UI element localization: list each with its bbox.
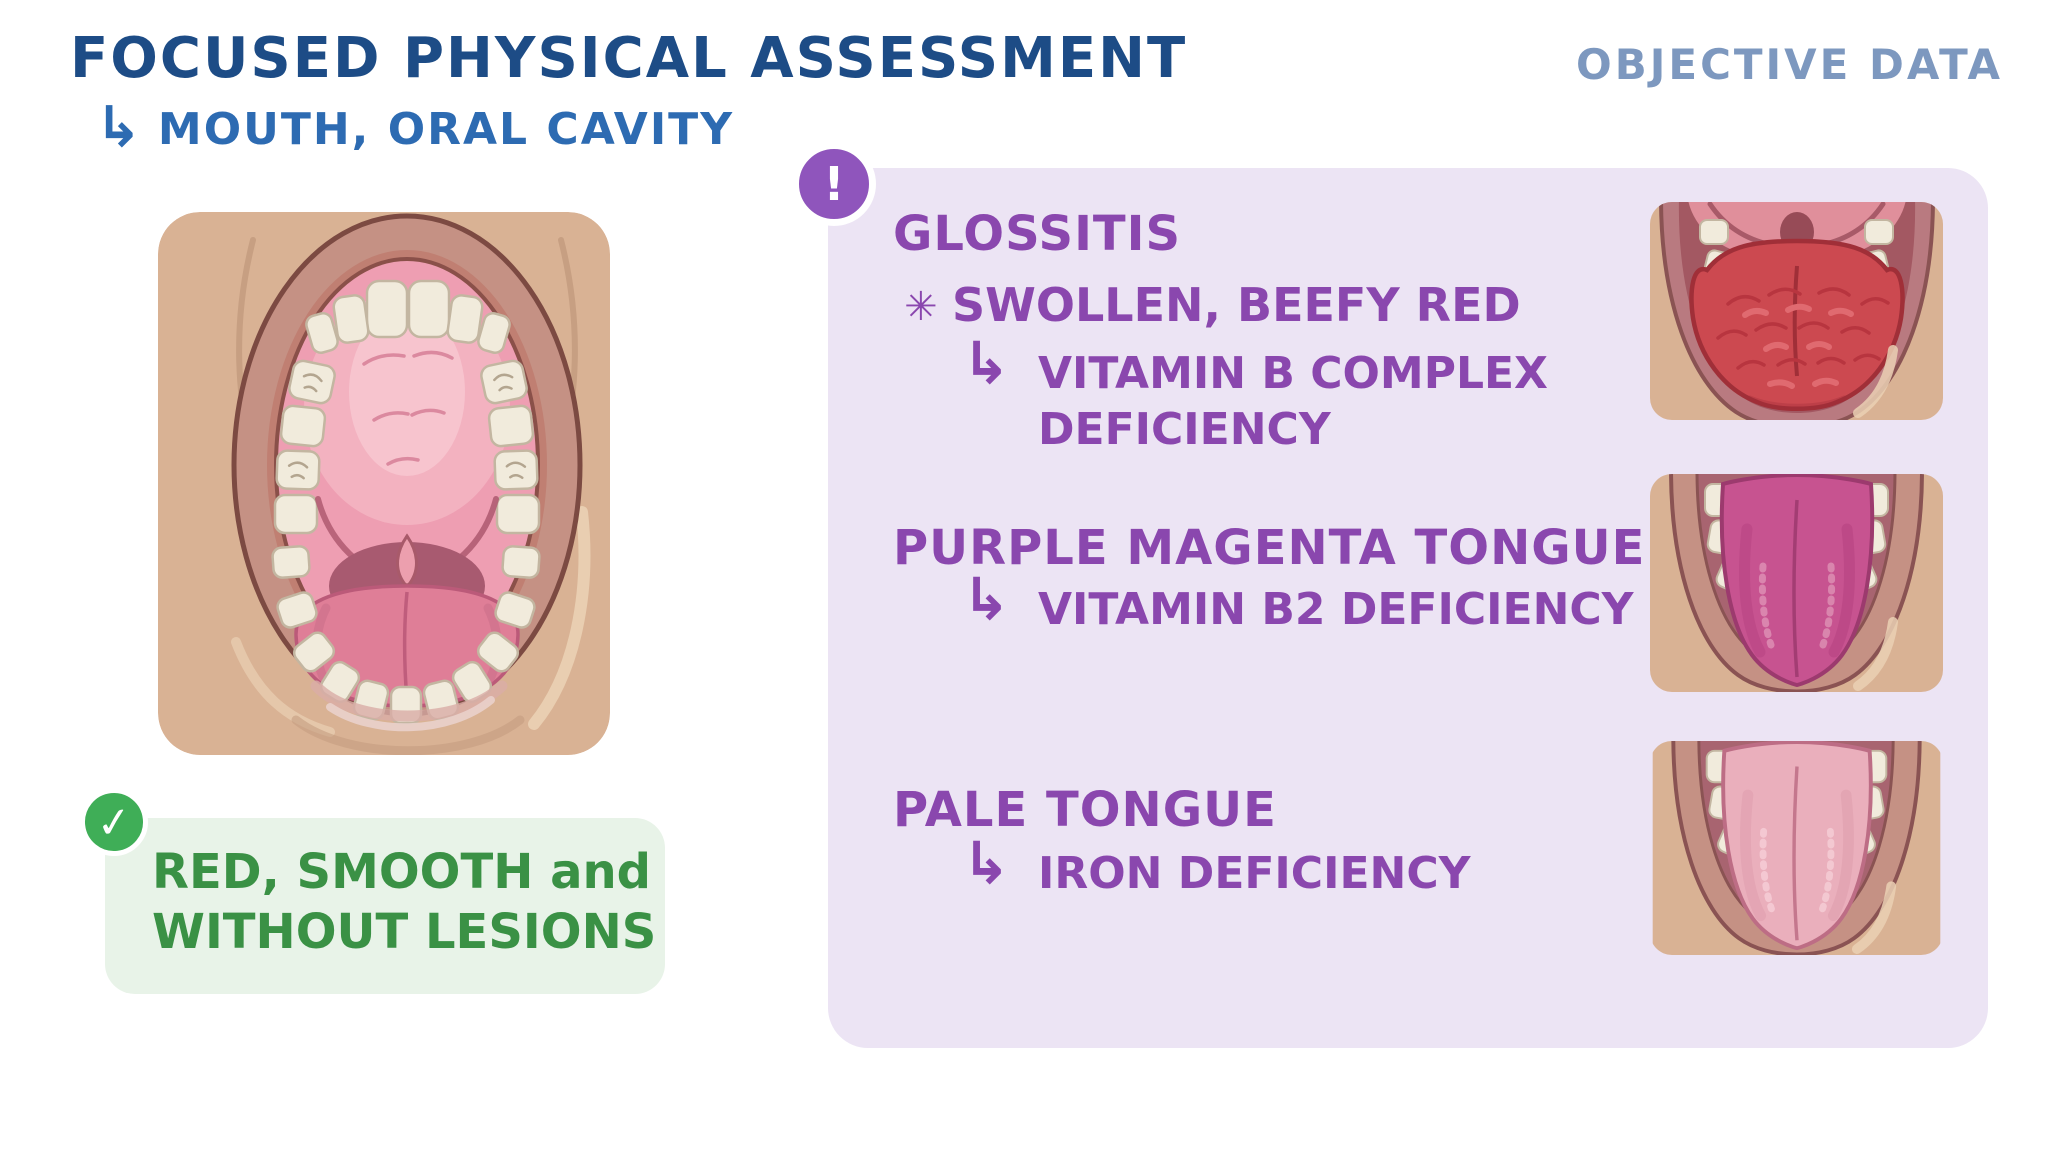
finding-heading: PALE TONGUE <box>893 782 1277 838</box>
page-subtitle: MOUTH, ORAL CAVITY <box>157 104 735 155</box>
finding-cause: IRON DEFICIENCY <box>1038 848 1471 899</box>
purple-magenta-tongue-illustration <box>1650 474 1943 692</box>
finding-bullet: SWOLLEN, BEEFY RED <box>952 278 1521 332</box>
branch-arrow-icon: ↳ <box>962 565 1011 633</box>
branch-arrow-icon: ↳ <box>962 329 1011 397</box>
normal-finding-text: RED, SMOOTH and WITHOUT LESIONS <box>152 842 656 962</box>
finding-heading: GLOSSITIS <box>893 206 1182 262</box>
page-subtitle-row: ↳ MOUTH, ORAL CAVITY <box>95 100 735 160</box>
normal-finding-line2: WITHOUT LESIONS <box>152 904 657 960</box>
finding-cause-line2: DEFICIENCY <box>1038 404 1331 455</box>
finding-cause: VITAMIN B COMPLEX <box>1038 348 1548 399</box>
check-glyph: ✓ <box>93 795 135 849</box>
mouth-illustration <box>158 212 610 755</box>
asterisk-icon: ✳ <box>904 284 938 330</box>
finding-cause: VITAMIN B2 DEFICIENCY <box>1038 584 1634 635</box>
branch-arrow-icon: ↳ <box>95 95 142 160</box>
pale-tongue-illustration <box>1650 741 1943 955</box>
alert-icon: ! <box>792 142 876 226</box>
objective-data-label: OBJECTIVE DATA <box>1576 40 2003 89</box>
beefy-red-tongue-illustration <box>1650 202 1943 420</box>
finding-heading: PURPLE MAGENTA TONGUE <box>893 520 1646 576</box>
branch-arrow-icon: ↳ <box>962 829 1011 897</box>
alert-glyph: ! <box>823 157 845 211</box>
page-title: FOCUSED PHYSICAL ASSESSMENT <box>70 26 1188 91</box>
normal-finding-box <box>105 818 665 994</box>
normal-finding-line1: RED, SMOOTH and <box>152 844 652 900</box>
